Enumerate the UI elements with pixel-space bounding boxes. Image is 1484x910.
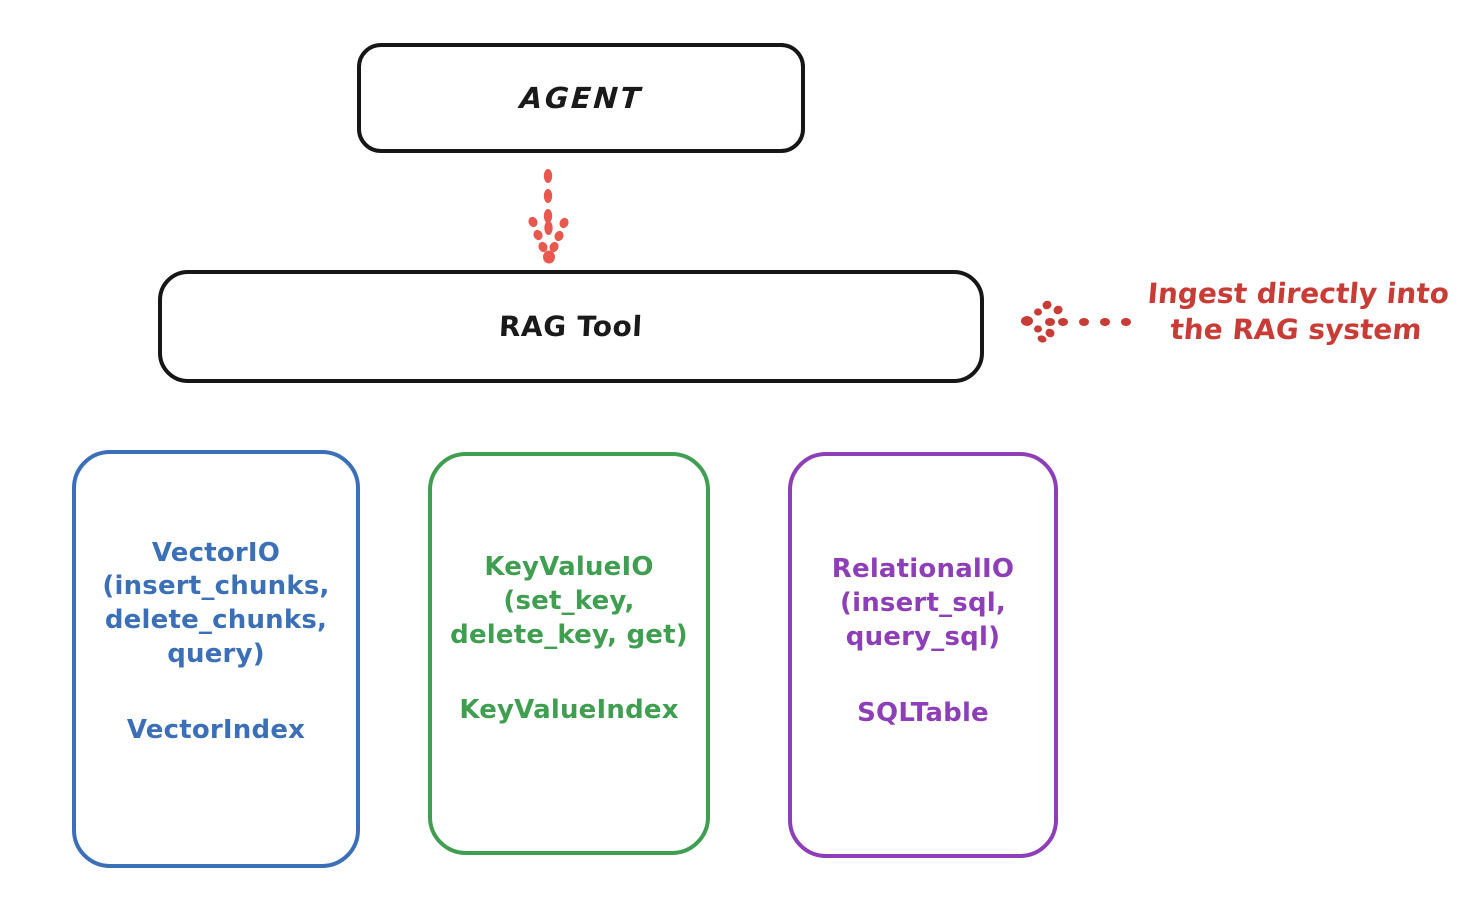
rag-tool-node[interactable]: RAG Tool (158, 270, 984, 383)
vector-io-title: VectorIO(insert_chunks,delete_chunks,que… (102, 537, 330, 669)
ingest-annotation-line1: Ingest directly into (1146, 277, 1451, 310)
ingest-annotation: Ingest directly into the RAG system (1143, 276, 1479, 349)
dotted-arrow-down-icon (528, 169, 569, 264)
key-value-io-node[interactable]: KeyValueIO(set_key,delete_key, get) KeyV… (428, 452, 710, 855)
relational-io-node[interactable]: RelationalIO(insert_sql,query_sql) SQLTa… (788, 452, 1058, 858)
key-value-io-title: KeyValueIO(set_key,delete_key, get) (450, 551, 688, 650)
agent-node-label: AGENT (518, 81, 644, 115)
ingest-annotation-line2: the RAG system (1169, 313, 1424, 347)
key-value-io-index: KeyValueIndex (459, 695, 679, 726)
key-value-io-body: KeyValueIO(set_key,delete_key, get) KeyV… (432, 551, 706, 728)
relational-io-index: SQLTable (857, 697, 989, 728)
rag-tool-node-label: RAG Tool (498, 310, 644, 343)
relational-io-title: RelationalIO(insert_sql,query_sql) (831, 554, 1015, 652)
dotted-arrow-left-icon (1021, 300, 1131, 343)
vector-io-index: VectorIndex (126, 714, 306, 745)
vector-io-body: VectorIO(insert_chunks,delete_chunks,que… (76, 537, 356, 748)
vector-io-node[interactable]: VectorIO(insert_chunks,delete_chunks,que… (72, 450, 360, 868)
relational-io-body: RelationalIO(insert_sql,query_sql) SQLTa… (792, 553, 1054, 730)
agent-node[interactable]: AGENT (357, 43, 805, 153)
